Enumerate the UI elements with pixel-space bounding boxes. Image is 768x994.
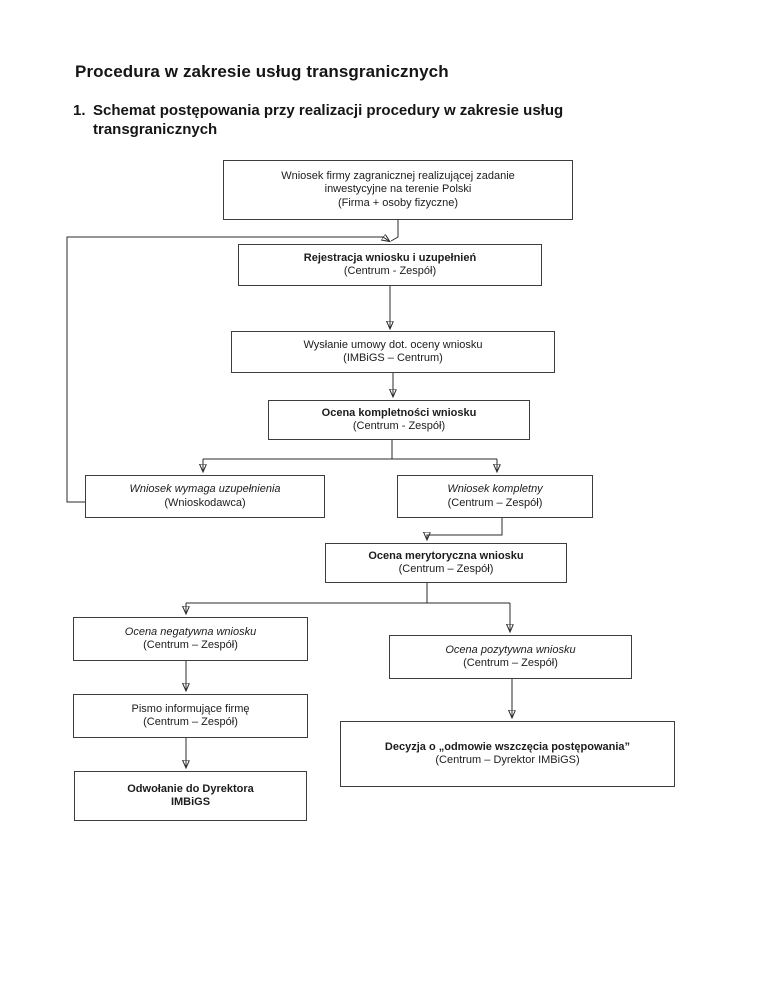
- flow-box-odwolanie: Odwołanie do Dyrektora IMBiGS: [74, 771, 307, 821]
- flow-box-line: Wniosek firmy zagranicznej realizującej …: [281, 169, 515, 182]
- flow-box-rejestracja: Rejestracja wniosku i uzupełnień (Centru…: [238, 244, 542, 286]
- flow-box-line: (Firma + osoby fizyczne): [337, 196, 459, 209]
- flow-box-ocena-merytoryczna: Ocena merytoryczna wniosku (Centrum – Ze…: [325, 543, 567, 583]
- flow-box-line: Wniosek wymaga uzupełnienia: [129, 483, 281, 495]
- flow-box-line: Wniosek kompletny: [447, 483, 543, 495]
- flow-box-wniosek-firmy: Wniosek firmy zagranicznej realizującej …: [223, 160, 573, 220]
- flow-box-line: (Centrum - Zespół): [343, 265, 437, 277]
- flow-box-line: (Centrum – Zespół): [143, 716, 238, 728]
- flow-box-wyslanie-umowy: Wysłanie umowy dot. oceny wniosku (IMBiG…: [231, 331, 555, 373]
- flow-box-line: (Centrum – Zespół): [447, 496, 543, 509]
- flow-box-ocena-kompletnosci: Ocena kompletności wniosku (Centrum - Ze…: [268, 400, 530, 440]
- flow-box-decyzja: Decyzja o „odmowie wszczęcia postępowani…: [340, 721, 675, 787]
- flow-box-line: Ocena kompletności wniosku: [321, 406, 477, 419]
- flow-box-line: Rejestracja wniosku i uzupełnień: [303, 251, 477, 264]
- flow-box-ocena-pozytywna: Ocena pozytywna wniosku (Centrum – Zespó…: [389, 635, 632, 679]
- section-heading-line1: Schemat postępowania przy realizacji pro…: [93, 102, 564, 119]
- flow-box-line: Odwołanie do Dyrektora: [127, 782, 254, 795]
- flow-box-line: (Centrum – Zespół): [398, 563, 494, 575]
- flow-box-line: Ocena pozytywna wniosku: [445, 643, 576, 656]
- section-heading: 1. Schemat postępowania przy realizacji …: [73, 101, 733, 139]
- flow-box-line: (Centrum – Zespół): [143, 639, 238, 651]
- flow-box-line: (Centrum – Dyrektor IMBiGS): [435, 754, 580, 766]
- flow-box-line: (Centrum - Zespół): [352, 420, 446, 432]
- flow-box-line: (Centrum – Zespół): [463, 657, 558, 669]
- flow-box-line: Ocena negatywna wniosku: [124, 625, 257, 638]
- section-heading-text: Schemat postępowania przy realizacji pro…: [93, 101, 563, 139]
- flow-box-line: Decyzja o „odmowie wszczęcia postępowani…: [384, 740, 631, 753]
- flow-box-line: Wysłanie umowy dot. oceny wniosku: [303, 338, 483, 351]
- edge-wniosek-firmy-to-rejestracja: [390, 220, 399, 242]
- flow-box-line: Ocena merytoryczna wniosku: [368, 549, 524, 562]
- flow-box-pismo: Pismo informujące firmę (Centrum – Zespó…: [73, 694, 308, 738]
- section-heading-line2: transgranicznych: [93, 121, 218, 138]
- flow-box-line: (Wnioskodawca): [164, 496, 246, 509]
- section-number: 1.: [73, 102, 86, 119]
- edge-kompletny-to-merytoryczna: [427, 518, 503, 539]
- flow-box-line: IMBiGS: [170, 796, 211, 808]
- page-title: Procedura w zakresie usług transgraniczn…: [75, 62, 449, 81]
- flow-box-wniosek-kompletny: Wniosek kompletny (Centrum – Zespół): [397, 475, 593, 518]
- flow-box-ocena-negatywna: Ocena negatywna wniosku (Centrum – Zespó…: [73, 617, 308, 661]
- flow-box-wniosek-wymaga: Wniosek wymaga uzupełnienia (Wnioskodawc…: [85, 475, 325, 518]
- flow-box-line: inwestycyjne na terenie Polski: [324, 183, 472, 196]
- flow-box-line: (IMBiGS – Centrum): [343, 352, 443, 364]
- flow-box-line: Pismo informujące firmę: [131, 702, 250, 715]
